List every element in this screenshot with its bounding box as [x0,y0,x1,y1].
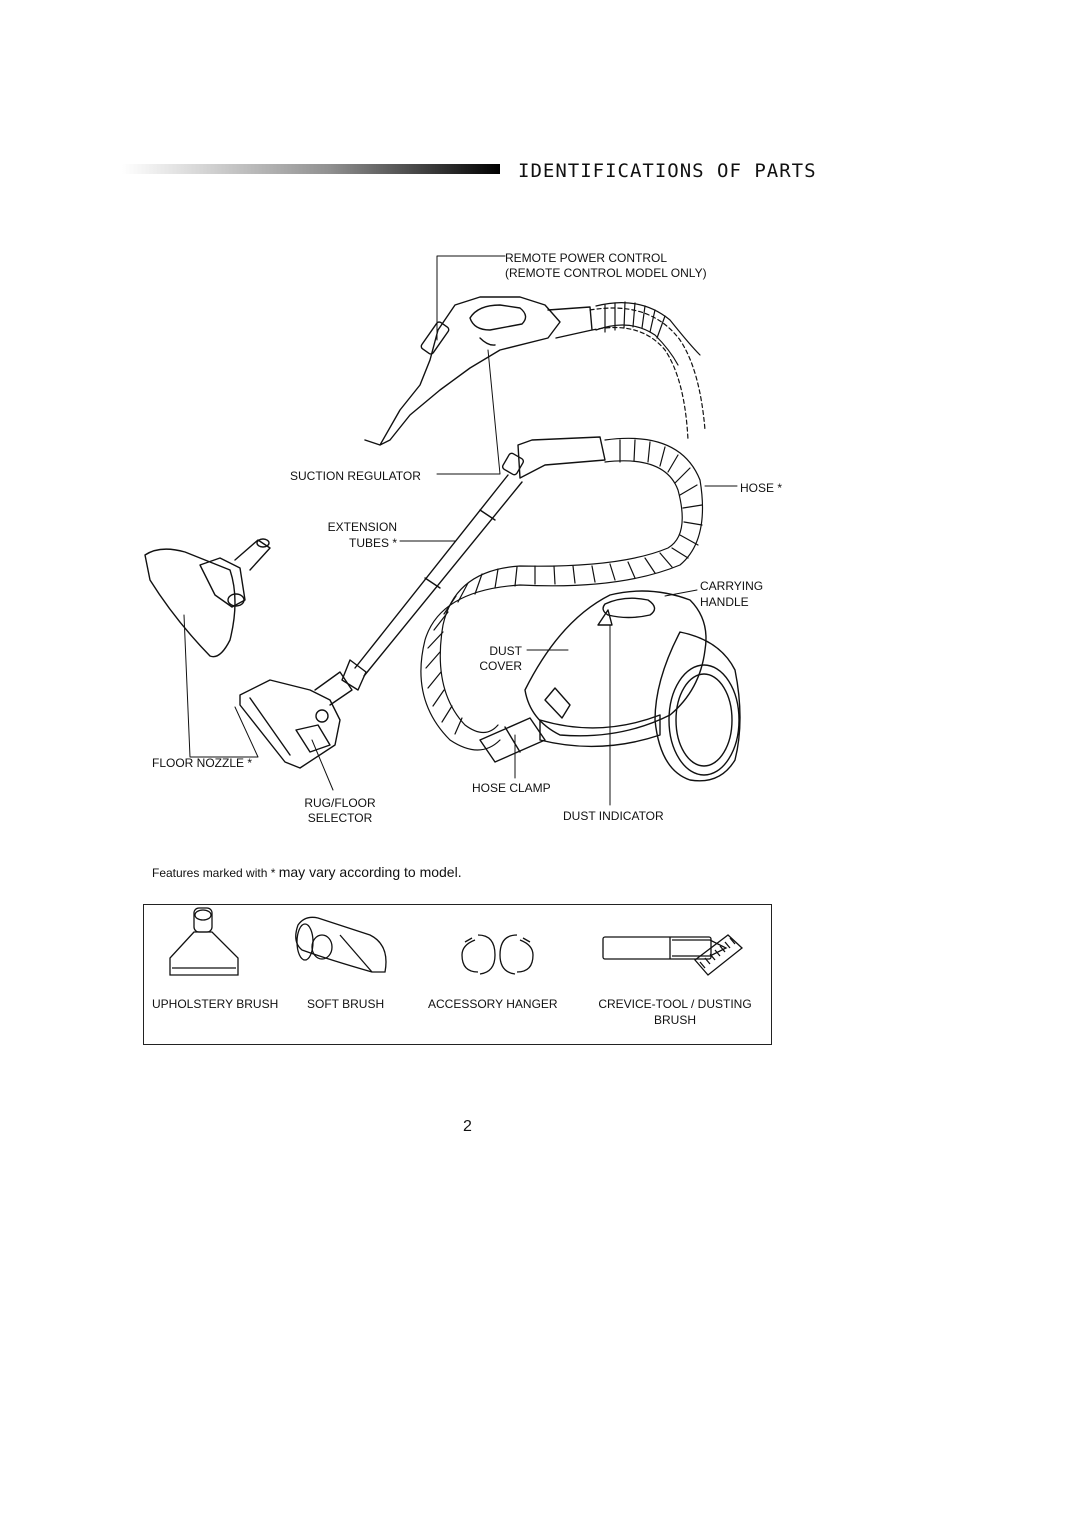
model-variation-note: Features marked with * may vary accordin… [152,864,462,880]
label-cover: COVER [479,659,522,673]
note-large-text: may vary according to model. [278,864,462,880]
label-selector: SELECTOR [307,811,373,825]
accessory-icons [169,907,743,976]
accessory-label-upholstery-brush: UPHOLSTERY BRUSH [152,997,279,1011]
accessory-hanger-icon [461,934,534,975]
title-gradient-bar [122,164,500,174]
upholstery-brush-icon [169,907,239,976]
suction-regulator [501,452,525,476]
label-carrying: CARRYING [700,579,764,593]
hose-handle-grip [364,296,593,446]
rug-floor-selector [295,724,331,753]
soft-brush-icon [295,916,387,973]
accessory-label-dusting-brush: BRUSH [653,1013,696,1027]
dust-indicator-window [668,664,740,776]
label-remote-control-model-only: (REMOTE CONTROL MODEL ONLY) [505,266,707,280]
leader-lines [183,255,738,806]
label-hose: HOSE * [740,481,783,495]
remote-power-control-buttons [420,321,450,355]
hose-upper [589,301,706,441]
label-handle: HANDLE [700,595,749,609]
label-remote-power-control: REMOTE POWER CONTROL [505,251,668,265]
page-number: 2 [463,1118,472,1135]
nozzle-detail [144,538,271,658]
floor-nozzle [239,671,353,769]
vacuum-body [479,590,741,782]
label-dust-indicator: DUST INDICATOR [563,809,664,823]
accessory-label-soft-brush: SOFT BRUSH [307,997,385,1011]
carrying-handle [602,597,656,619]
hose-clamp [479,717,546,763]
accessory-label-crevice-tool: CREVICE-TOOL / DUSTING [598,997,752,1011]
accessories-panel [143,904,772,1045]
crevice-tool-dusting-brush-icon [602,934,743,976]
extension-tube [341,436,606,691]
label-tubes: TUBES * [348,536,397,550]
label-suction-regulator: SUCTION REGULATOR [290,469,421,483]
hose-lower [420,437,704,751]
page-title: IDENTIFICATIONS OF PARTS [518,160,817,182]
label-rug-floor: RUG/FLOOR [304,796,376,810]
label-dust: DUST [489,644,522,658]
label-extension: EXTENSION [327,520,397,534]
note-small-text: Features marked with * [152,866,276,880]
accessory-label-accessory-hanger: ACCESSORY HANGER [428,997,558,1011]
label-hose-clamp: HOSE CLAMP [472,781,551,795]
label-floor-nozzle: FLOOR NOZZLE * [152,756,253,770]
